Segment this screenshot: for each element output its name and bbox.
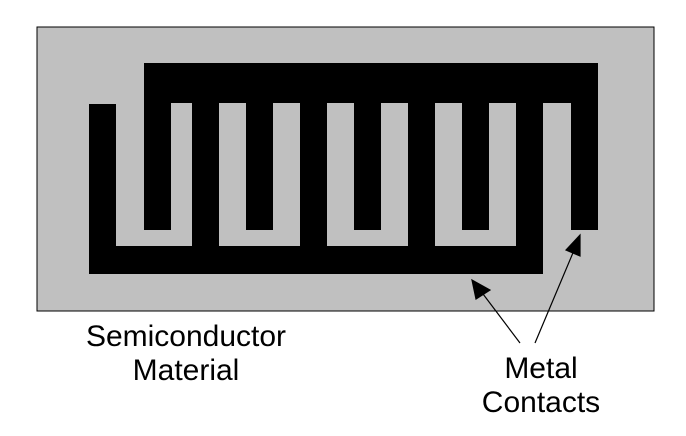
bottom-metal-electrode [89,103,543,274]
semiconductor-material-label: Semiconductor Material [56,320,316,388]
metal-label-line2: Contacts [481,386,601,419]
arrow-line-right [534,247,576,344]
top-metal-electrode [144,63,598,230]
semiconductor-label-line1: Semiconductor [85,320,287,353]
semiconductor-label-line2: Material [132,354,240,387]
arrows [471,233,581,344]
arrow-head-right [564,233,581,257]
arrow-head-left [471,278,492,300]
metal-label-line1: Metal [504,352,578,385]
arrow-line-left [479,289,521,344]
metal-contacts-label: Metal Contacts [446,352,636,420]
